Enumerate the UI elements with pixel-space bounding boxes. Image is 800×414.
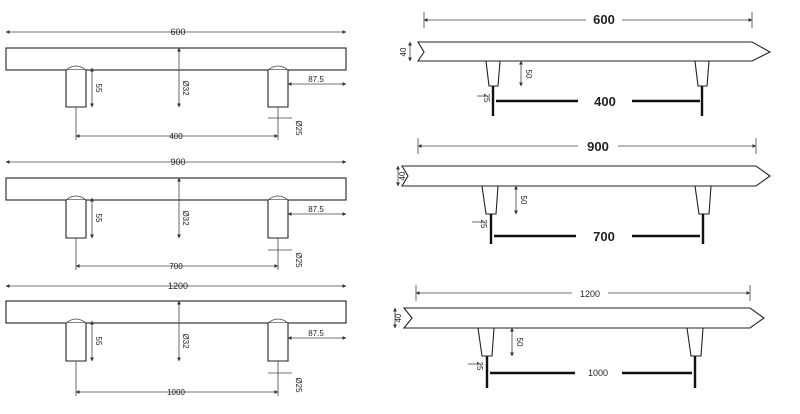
front-bar-diameter: Ø32 — [181, 333, 190, 349]
side-post-height: 50 — [515, 338, 524, 347]
side-view-900: 900 40 50 25 700 — [396, 138, 771, 244]
front-offset-label: 87.5 — [308, 205, 324, 214]
front-spacing-label: 1000 — [167, 388, 185, 397]
side-rod-height: 40 — [394, 313, 403, 322]
side-post-diameter: 25 — [482, 94, 491, 103]
side-spacing-label: 1000 — [588, 368, 608, 378]
front-height-label: 55 — [94, 337, 103, 346]
side-spacing-label: 400 — [594, 94, 616, 109]
side-spacing-label: 700 — [593, 229, 615, 244]
side-rod-height: 40 — [399, 47, 408, 56]
front-height-label: 55 — [94, 214, 103, 223]
front-total-label: 600 — [170, 27, 185, 37]
front-spacing-label: 400 — [169, 132, 183, 141]
front-total-label: 1200 — [168, 281, 188, 291]
side-post-diameter: 25 — [475, 362, 484, 371]
front-height-label: 55 — [94, 84, 103, 93]
front-view-1200: 1200 55 Ø32 87.5 1000 Ø25 — [5, 281, 347, 397]
side-total-label: 600 — [593, 12, 615, 27]
front-post-diameter: Ø25 — [294, 377, 303, 393]
side-post-diameter: 25 — [479, 220, 488, 229]
side-post-height: 50 — [524, 70, 533, 79]
front-total-label: 900 — [170, 157, 185, 167]
front-view-900: 900 55 Ø32 87.5 700 Ø25 — [5, 157, 347, 271]
front-view-600: 600 55 Ø32 87.5 400 Ø25 — [5, 27, 347, 141]
side-rod-height: 40 — [398, 171, 407, 180]
side-post-height: 50 — [519, 196, 528, 205]
front-post-diameter: Ø25 — [294, 252, 303, 268]
front-bar-diameter: Ø32 — [181, 210, 190, 226]
side-total-label: 1200 — [580, 289, 600, 299]
side-total-label: 900 — [587, 139, 609, 154]
front-spacing-label: 700 — [169, 262, 183, 271]
front-bar-diameter: Ø32 — [181, 80, 190, 96]
front-offset-label: 87.5 — [308, 329, 324, 338]
front-post-diameter: Ø25 — [294, 120, 303, 136]
side-view-1200: 1200 40 50 25 1000 — [393, 285, 765, 388]
side-view-600: 600 40 50 25 400 — [399, 12, 772, 116]
front-offset-label: 87.5 — [308, 75, 324, 84]
